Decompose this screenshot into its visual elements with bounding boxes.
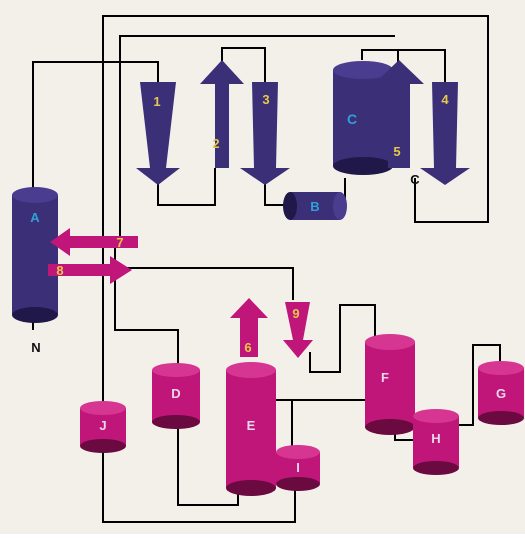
label-helix-i: I bbox=[296, 460, 300, 475]
label-strand-4: 4 bbox=[441, 92, 449, 107]
connector-s3-to-b bbox=[265, 180, 285, 205]
label-helix-d: D bbox=[171, 386, 180, 401]
label-helix-a: A bbox=[30, 210, 40, 225]
label-strand-9: 9 bbox=[292, 306, 299, 321]
label-helix-g: G bbox=[496, 386, 506, 401]
label-strand-1: 1 bbox=[153, 94, 160, 109]
label-strand-2: 2 bbox=[212, 136, 219, 151]
strand-2 bbox=[200, 60, 244, 168]
label-strand-3: 3 bbox=[262, 92, 269, 107]
connector-s8-to-s9 bbox=[120, 268, 293, 300]
label-helix-e: E bbox=[247, 418, 256, 433]
label-helix-f: F bbox=[381, 370, 389, 385]
label-helix-h: H bbox=[431, 431, 440, 446]
label-helix-j: J bbox=[99, 418, 106, 433]
label-n-terminus: N bbox=[31, 340, 40, 355]
label-strand-7: 7 bbox=[116, 235, 123, 250]
strand-7 bbox=[50, 228, 138, 256]
label-strand-6: 6 bbox=[244, 340, 251, 355]
helix-f bbox=[365, 334, 415, 435]
connector-a-to-s1 bbox=[33, 62, 158, 195]
helix-a bbox=[12, 187, 58, 323]
terminus-labels: N C bbox=[31, 172, 420, 355]
label-strand-8: 8 bbox=[56, 263, 63, 278]
connector-s7-vertical bbox=[115, 242, 178, 370]
label-helix-c: C bbox=[347, 111, 357, 127]
label-c-terminus: C bbox=[410, 172, 420, 187]
label-helix-b: B bbox=[310, 199, 319, 214]
connector-c-to-s5 bbox=[362, 50, 398, 62]
label-strand-5: 5 bbox=[393, 144, 400, 159]
